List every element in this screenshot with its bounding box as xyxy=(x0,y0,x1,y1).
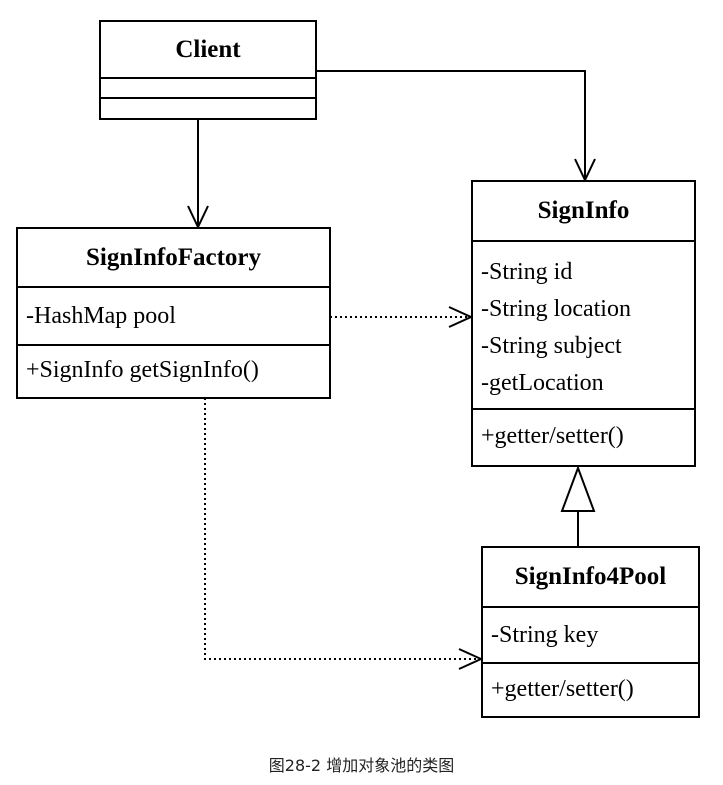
class-signinfo4pool-name: SignInfo4Pool xyxy=(483,548,698,608)
figure-caption: 图28-2 增加对象池的类图 xyxy=(268,756,455,775)
generalization-triangle xyxy=(560,465,596,512)
class-client: Client xyxy=(99,20,317,120)
class-client-methods xyxy=(101,99,315,118)
method: +SignInfo getSignInfo() xyxy=(26,357,259,383)
class-signinfo4pool-methods: +getter/setter() xyxy=(483,664,698,716)
class-signinfo-name: SignInfo xyxy=(473,182,694,242)
class-signinfofactory-attributes: -HashMap pool xyxy=(18,288,329,346)
method: +getter/setter() xyxy=(481,423,624,449)
class-signinfo4pool: SignInfo4Pool -String key +getter/setter… xyxy=(481,546,700,718)
class-signinfofactory-methods: +SignInfo getSignInfo() xyxy=(18,346,329,397)
class-signinfofactory-name: SignInfoFactory xyxy=(18,229,329,288)
dep-factory-pool-line xyxy=(204,398,480,660)
method: +getter/setter() xyxy=(491,676,634,702)
class-signinfo-methods: +getter/setter() xyxy=(473,410,694,465)
attribute: -String key xyxy=(491,622,599,648)
attribute: -String subject xyxy=(481,333,622,359)
class-signinfofactory: SignInfoFactory -HashMap pool +SignInfo … xyxy=(16,227,331,399)
attribute: -String location xyxy=(481,296,631,322)
class-signinfo-attributes: -String id -String location -String subj… xyxy=(473,242,694,410)
attribute: -getLocation xyxy=(481,370,604,396)
class-signinfo: SignInfo -String id -String location -St… xyxy=(471,180,696,467)
class-client-name: Client xyxy=(101,22,315,79)
assoc-client-signinfo-line xyxy=(317,70,586,180)
attribute: -HashMap pool xyxy=(26,303,176,329)
class-client-attributes xyxy=(101,79,315,99)
attribute: -String id xyxy=(481,259,573,285)
class-signinfo4pool-attributes: -String key xyxy=(483,608,698,664)
